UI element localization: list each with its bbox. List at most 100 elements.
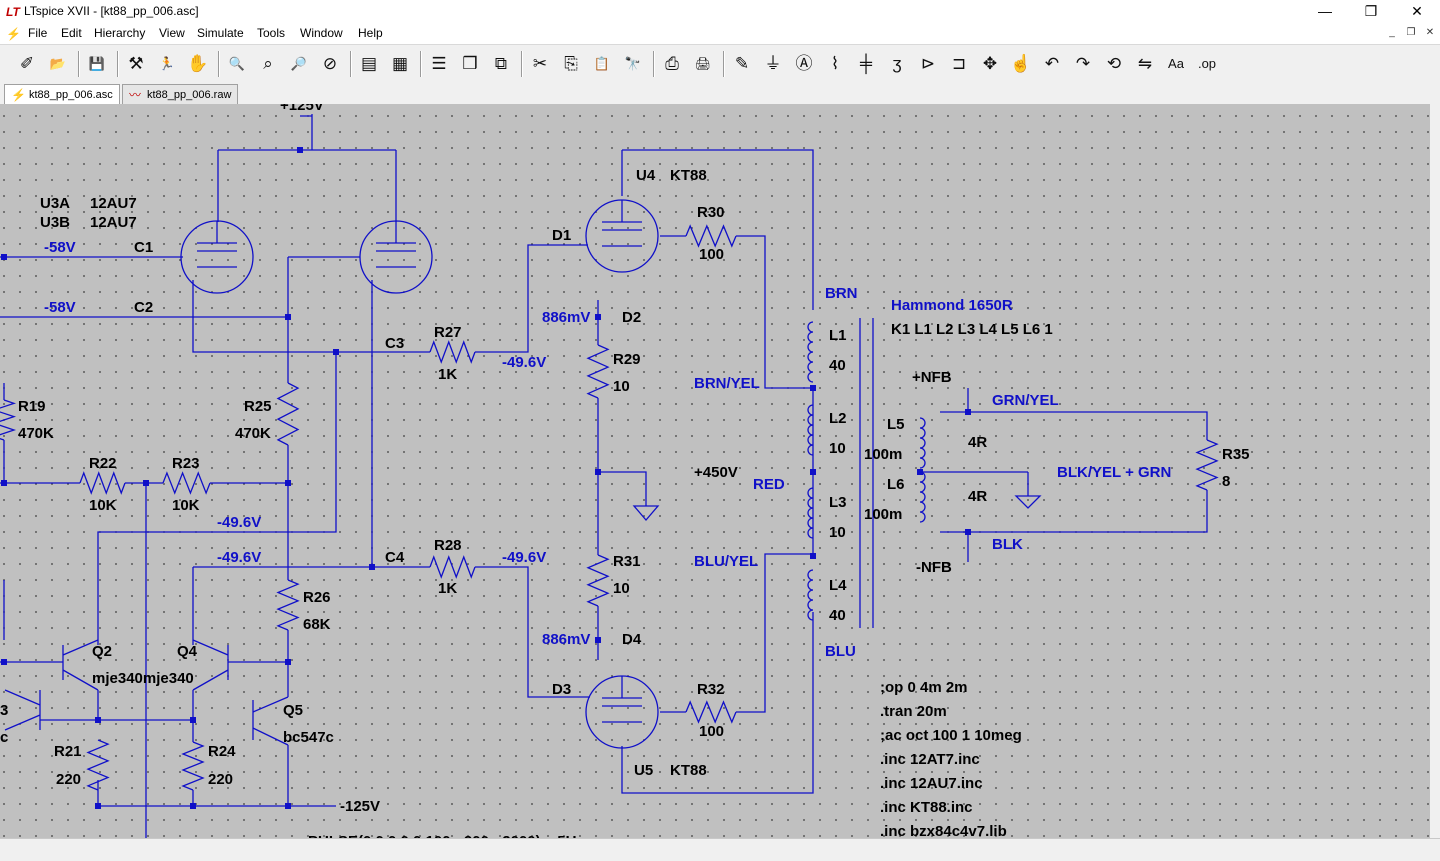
label-u3b: U3B xyxy=(40,214,70,231)
zoom-in-icon[interactable]: 🔍 xyxy=(228,56,246,71)
tile-horizontal-icon[interactable]: ☰ xyxy=(431,54,447,73)
menu-file[interactable]: File xyxy=(28,26,48,40)
label-r24: R24 xyxy=(208,743,236,760)
copy-icon[interactable]: ⎘ xyxy=(564,54,578,73)
zoom-out-icon[interactable]: 🔎 xyxy=(290,56,308,71)
cascade-icon[interactable]: ❒ xyxy=(462,54,478,73)
redo-icon[interactable]: ↷ xyxy=(1075,54,1091,73)
save-icon[interactable]: 💾 xyxy=(88,56,106,71)
tab-label: kt88_pp_006.asc xyxy=(29,89,113,101)
label-r27: R27 xyxy=(434,324,462,341)
spice-directive: .inc KT88.inc xyxy=(880,799,973,816)
label-d3: D3 xyxy=(552,681,571,698)
ground-icon[interactable]: ⏚ xyxy=(764,54,782,73)
paste-icon[interactable]: 📋 xyxy=(593,56,611,71)
junction-dot xyxy=(297,147,303,153)
draw-wire-icon[interactable]: ✎ xyxy=(734,54,750,73)
label-d4: D4 xyxy=(622,631,642,648)
capacitor-icon[interactable]: ╪ xyxy=(859,54,873,73)
autorange-icon[interactable]: ▤ xyxy=(360,54,378,73)
mirror-icon[interactable]: ⇋ xyxy=(1137,54,1153,73)
inductor-icon[interactable]: ʒ xyxy=(892,54,902,73)
mdi-close-button[interactable]: ✕ xyxy=(1425,27,1435,38)
rotate-icon[interactable]: ⟲ xyxy=(1106,54,1122,73)
inductor-l1-symbol xyxy=(807,321,814,383)
open-icon[interactable]: 📂 xyxy=(49,56,67,71)
label-r29: R29 xyxy=(613,351,641,368)
label-u3a: U3A xyxy=(40,195,70,212)
title-bar: LT LTspice XVII - [kt88_pp_006.asc] — ❐ … xyxy=(0,0,1440,24)
run-icon[interactable]: 🏃 xyxy=(158,56,176,71)
zoom-pan-icon[interactable]: ⌕ xyxy=(263,54,273,73)
undo-icon[interactable]: ↶ xyxy=(1044,54,1060,73)
menu-edit[interactable]: Edit xyxy=(61,26,82,40)
toolbar-separator xyxy=(521,51,523,77)
label-l5-val: 100m xyxy=(864,446,902,463)
print-icon[interactable]: 🖨 xyxy=(694,56,712,71)
junction-dot xyxy=(369,564,375,570)
tab-waveform[interactable]: 〰 kt88_pp_006.raw xyxy=(122,84,238,104)
net-label-mv886a: 886mV xyxy=(542,309,590,326)
net-label-mv886b: 886mV xyxy=(542,631,590,648)
label-r29-val: 10 xyxy=(613,378,630,395)
resistor-icon[interactable]: ⌇ xyxy=(830,54,840,73)
control-panel-icon[interactable]: ⚒ xyxy=(128,54,144,73)
diode-icon[interactable]: ⊳ xyxy=(920,54,936,73)
ground-symbol xyxy=(1014,495,1042,509)
label-r22: R22 xyxy=(89,455,117,472)
menu-view[interactable]: View xyxy=(159,26,185,40)
move-icon[interactable]: ✥ xyxy=(982,54,998,73)
toolbar-separator xyxy=(117,51,119,77)
label-r35: R35 xyxy=(1222,446,1250,463)
resistor-r35-symbol xyxy=(1195,439,1219,491)
menu-hierarchy[interactable]: Hierarchy xyxy=(94,26,146,40)
junction-dot xyxy=(95,803,101,809)
component-icon[interactable]: ⊐ xyxy=(951,54,967,73)
net-label-blkyel: BLK/YEL + GRN xyxy=(1057,464,1171,481)
junction-dot xyxy=(810,469,816,475)
grid-icon[interactable]: ▦ xyxy=(391,54,409,73)
menu-tools[interactable]: Tools xyxy=(257,26,286,40)
cut-icon[interactable]: ✂ xyxy=(532,54,548,73)
junction-dot xyxy=(917,469,923,475)
find-icon[interactable]: 🔭 xyxy=(624,56,642,71)
label-net-icon[interactable]: Ⓐ xyxy=(795,54,813,73)
schematic-tab-icon: ⚡ xyxy=(11,88,26,102)
menu-help[interactable]: Help xyxy=(358,26,383,40)
junction-dot xyxy=(1,659,7,665)
tile-vertical-icon[interactable]: ⧉ xyxy=(494,54,508,73)
tab-schematic[interactable]: ⚡ kt88_pp_006.asc xyxy=(4,84,120,104)
print-setup-icon[interactable]: ⎙ xyxy=(665,54,679,73)
text-icon[interactable]: Aa xyxy=(1168,56,1184,71)
minimize-button[interactable]: — xyxy=(1318,3,1332,19)
label-ohm4a: 4R xyxy=(968,434,987,451)
junction-dot xyxy=(285,803,291,809)
close-button[interactable]: ✕ xyxy=(1411,3,1423,19)
label-r26-val: 68K xyxy=(303,616,331,633)
halt-icon[interactable]: ✋ xyxy=(187,54,209,73)
label-r25: R25 xyxy=(244,398,272,415)
menu-window[interactable]: Window xyxy=(300,26,343,40)
zoom-fit-icon[interactable]: ⊘ xyxy=(322,54,338,73)
new-schematic-icon[interactable]: ✐ xyxy=(19,54,35,73)
component-symbols xyxy=(0,199,1219,791)
maximize-button[interactable]: ❐ xyxy=(1364,3,1378,19)
junction-dot xyxy=(95,717,101,723)
resistor-r28-symbol xyxy=(429,555,476,579)
mdi-restore-button[interactable]: ❐ xyxy=(1406,27,1416,38)
toolbar-separator xyxy=(723,51,725,77)
mdi-minimize-button[interactable]: _ xyxy=(1389,27,1395,38)
resistor-r27-symbol xyxy=(429,340,476,364)
net-label-v496b: -49.6V xyxy=(217,514,261,531)
ground-symbol xyxy=(632,505,660,521)
label-u5: U5 xyxy=(634,762,653,779)
drag-icon[interactable]: ☝ xyxy=(1010,54,1032,73)
menu-simulate[interactable]: Simulate xyxy=(197,26,244,40)
spice-directive-icon[interactable]: .op xyxy=(1197,56,1217,71)
junction-dot xyxy=(285,314,291,320)
label-minus125: -125V xyxy=(340,798,380,815)
